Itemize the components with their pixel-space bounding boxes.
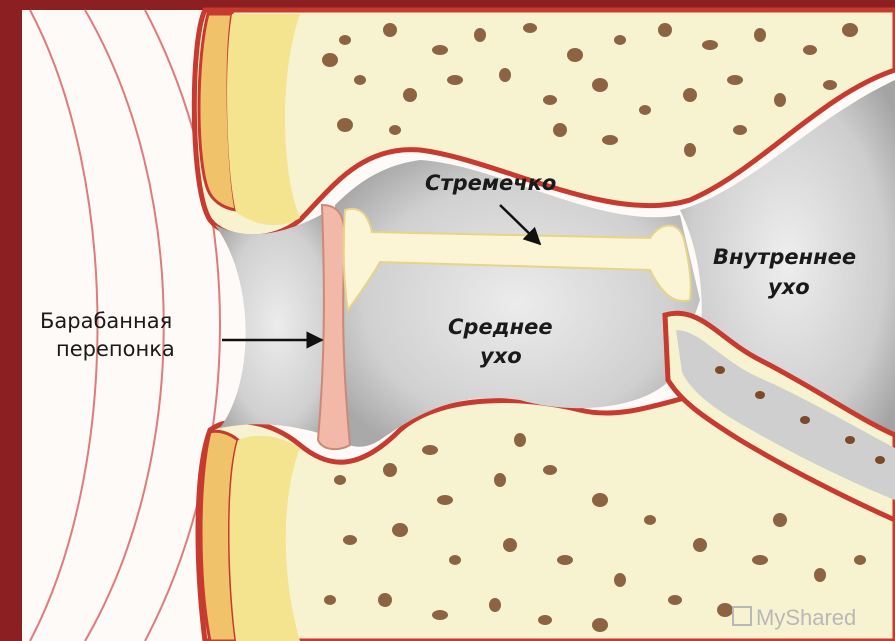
- bone-spot: [449, 555, 461, 565]
- bone-spot: [422, 445, 438, 455]
- bone-spot: [489, 598, 501, 612]
- bone-spot: [343, 535, 357, 545]
- bone-spot: [324, 595, 336, 605]
- label-stapes-text: Стремечко: [425, 171, 556, 195]
- bone-spot: [644, 515, 656, 525]
- bone-spot: [592, 78, 608, 92]
- label-middle-ear-line2: ухо: [480, 344, 522, 368]
- bone-spot: [803, 45, 817, 55]
- bone-spot: [538, 615, 552, 625]
- bone-spot: [875, 456, 885, 464]
- label-inner-ear-line2: ухо: [768, 275, 810, 299]
- bone-spot: [437, 495, 453, 505]
- bone-spot: [432, 45, 448, 55]
- bone-spot: [754, 28, 766, 42]
- bone-spot: [814, 568, 826, 582]
- bone-spot: [755, 391, 765, 399]
- bone-spot: [503, 538, 517, 552]
- bone-spot: [337, 118, 353, 132]
- bone-spot: [322, 53, 338, 67]
- bone-spot: [717, 603, 733, 617]
- bone-spot: [800, 416, 810, 424]
- bone-spot: [752, 555, 768, 565]
- bone-spot: [592, 618, 608, 632]
- bone-spot: [639, 105, 651, 115]
- bone-spot: [693, 538, 707, 552]
- bone-spot: [499, 68, 511, 82]
- bone-spot: [733, 125, 747, 135]
- bone-spot: [702, 40, 718, 50]
- bone-spot: [334, 475, 346, 485]
- bone-spot: [494, 473, 506, 487]
- label-eardrum-line2: перепонка: [56, 337, 175, 361]
- bone-spot: [614, 35, 626, 45]
- label-middle-ear-line1: Среднее: [448, 315, 553, 339]
- bone-spot: [845, 436, 855, 444]
- bone-spot: [514, 433, 526, 447]
- bone-spot: [553, 123, 567, 137]
- watermark-text: MyShared: [756, 605, 856, 630]
- bone-spot: [727, 75, 743, 85]
- bone-spot: [773, 513, 787, 527]
- bone-spot: [684, 143, 696, 157]
- bone-spot: [543, 465, 557, 475]
- bone-spot: [523, 23, 537, 33]
- bone-spot: [557, 555, 573, 565]
- bone-spot: [543, 95, 557, 105]
- bone-spot: [378, 593, 392, 607]
- bone-spot: [383, 463, 397, 477]
- label-inner-ear-line1: Внутреннее: [713, 245, 856, 269]
- bone-spot: [474, 28, 486, 42]
- bone-spot: [823, 80, 837, 90]
- bone-spot: [447, 75, 463, 85]
- bone-spot: [774, 93, 786, 107]
- bone-spot: [668, 595, 682, 605]
- bone-spot: [389, 125, 401, 135]
- bone-spot: [658, 23, 672, 37]
- bone-spot: [392, 523, 408, 537]
- bone-spot: [614, 573, 626, 587]
- bone-spot: [592, 493, 608, 507]
- bone-spot: [715, 366, 725, 374]
- bone-spot: [567, 48, 583, 62]
- bone-spot: [354, 75, 366, 85]
- bone-spot: [602, 135, 618, 145]
- bone-spot: [403, 88, 417, 102]
- bone-spot: [432, 610, 448, 620]
- bone-spot: [854, 555, 866, 565]
- label-eardrum-line1: Барабанная: [40, 309, 172, 333]
- bone-spot: [842, 23, 858, 37]
- bone-spot: [683, 88, 697, 102]
- bone-spot: [339, 35, 351, 45]
- bone-spot: [383, 23, 397, 37]
